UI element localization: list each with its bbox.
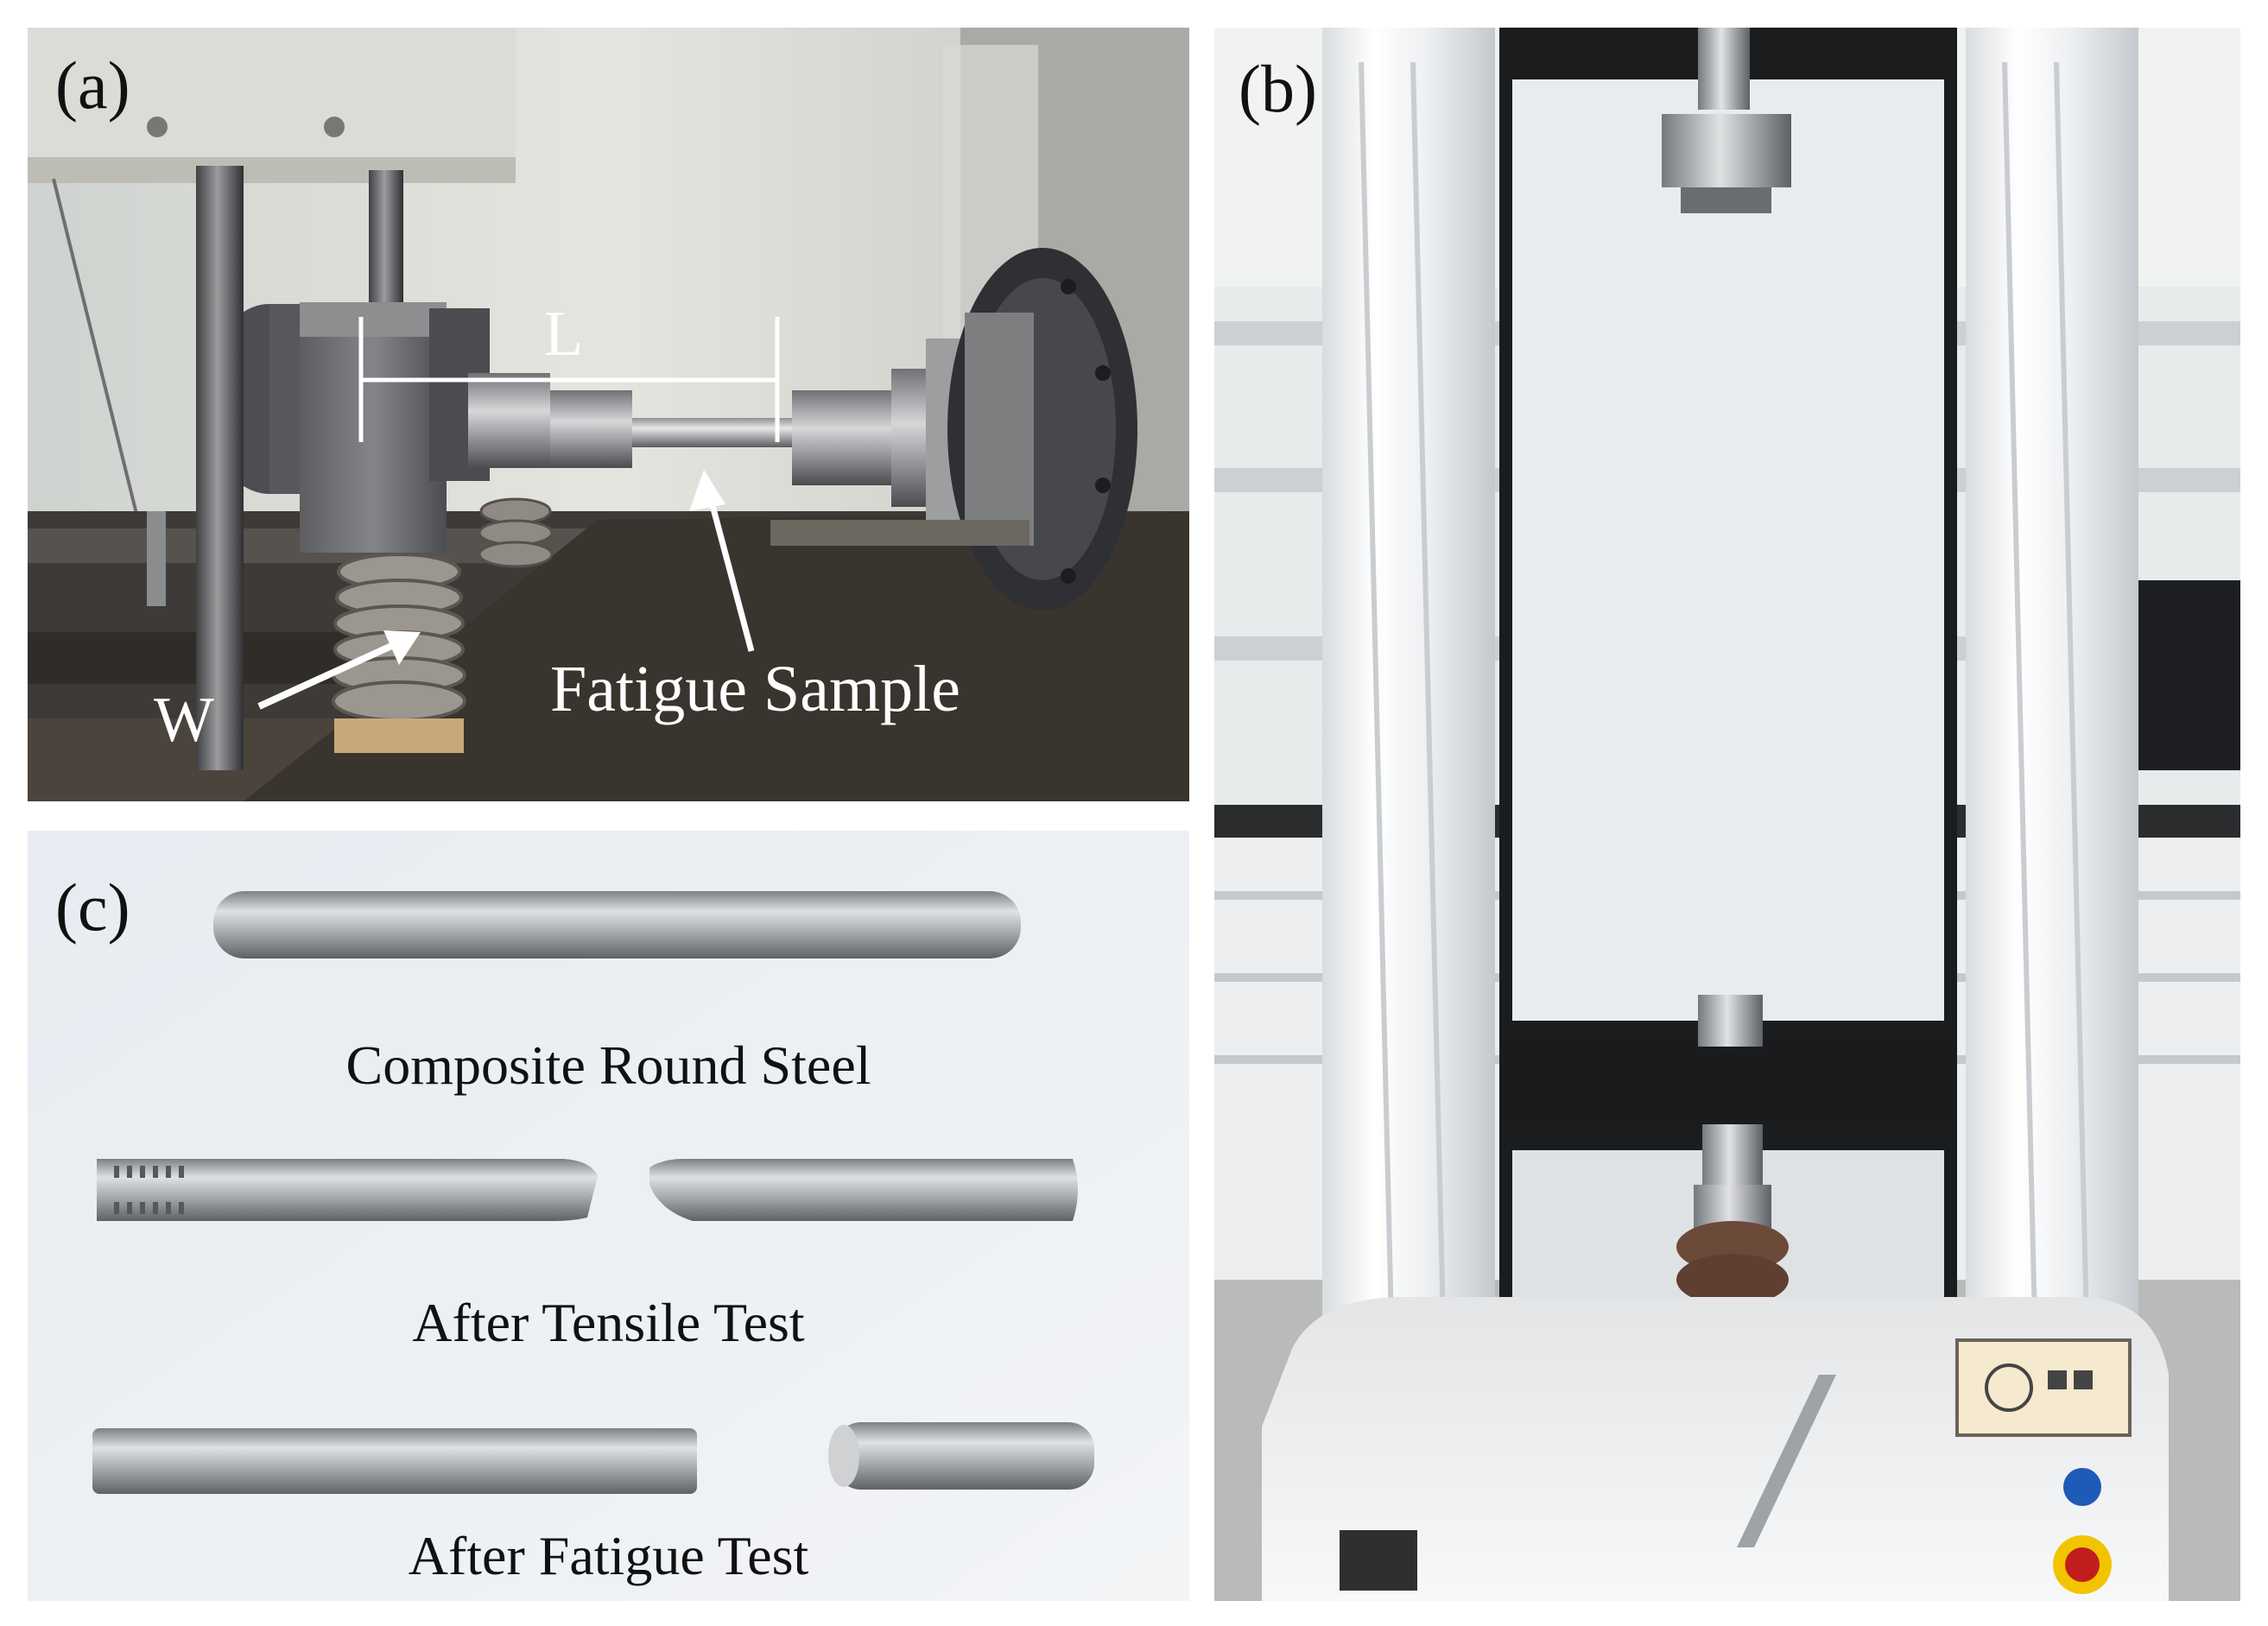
fatigue-sample-label: Fatigue Sample <box>550 653 960 725</box>
caption-after-fatigue-test: After Fatigue Test <box>408 1525 809 1586</box>
weight-arrow <box>257 630 421 710</box>
panel-label-c: (c) <box>55 870 130 945</box>
fatigue-specimen-pieces <box>92 1422 1094 1494</box>
panel-b-tensile-machine-photo: (b) <box>1214 28 2240 1601</box>
length-dimension-line <box>358 317 780 442</box>
caption-composite-round-steel: Composite Round Steel <box>345 1034 871 1096</box>
sample-arrow <box>689 470 755 652</box>
tensile-specimen-halves <box>97 1159 1078 1221</box>
fatigue-machine-illustration <box>28 28 1189 801</box>
machine-base <box>1262 1297 2169 1601</box>
tensile-machine-illustration <box>1214 28 2240 1601</box>
right-column <box>1966 28 2138 1375</box>
left-column <box>1322 28 1495 1375</box>
panel-label-a: (a) <box>55 47 130 123</box>
caption-after-tensile-test: After Tensile Test <box>412 1292 805 1353</box>
composite-rod <box>213 891 1021 959</box>
panel-c-specimens-photo: (c) Composite Round Steel After Tensile … <box>28 831 1189 1601</box>
weight-label: W <box>154 685 214 756</box>
panel-label-b: (b) <box>1239 51 1317 126</box>
length-label: L <box>544 299 584 370</box>
panel-a-fatigue-machine-photo: (a) L W Fatigue Sample <box>28 28 1189 801</box>
specimens-illustration <box>28 831 1189 1601</box>
